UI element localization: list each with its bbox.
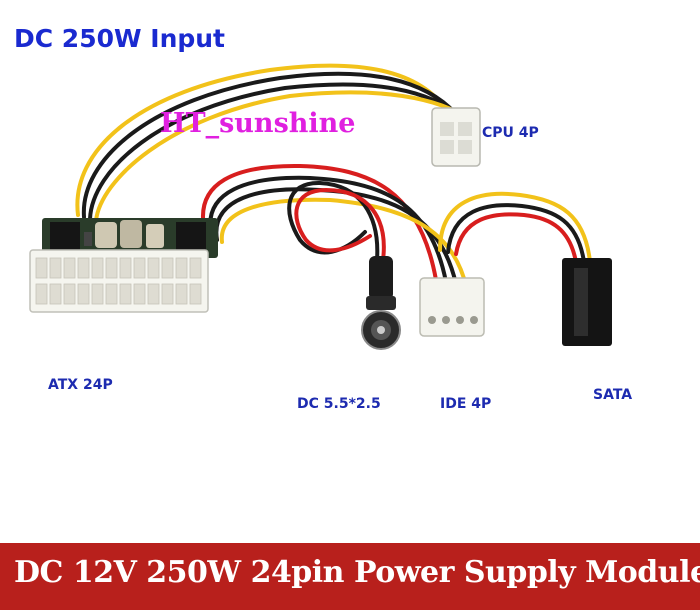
label-cpu-4p: CPU 4P	[482, 125, 539, 141]
molex-ide-connector-icon	[419, 277, 485, 337]
top-title: DC 250W Input	[14, 24, 226, 53]
label-sata: SATA	[593, 387, 633, 403]
psu-board-icon	[42, 218, 218, 258]
title-banner: DC 12V 250W 24pin Power Supply Module	[0, 540, 700, 610]
sata-power-connector-icon	[562, 258, 612, 346]
atx-24pin-connector-icon	[29, 249, 209, 313]
cpu-4pin-connector-icon	[431, 107, 481, 167]
label-ide-4p: IDE 4P	[440, 396, 492, 412]
banner-title: DC 12V 250W 24pin Power Supply Module	[14, 555, 700, 590]
drive-wires-icon	[201, 163, 592, 288]
watermark: HT_sunshine	[160, 108, 356, 139]
dc-wires-icon	[287, 180, 386, 262]
label-atx-24p: ATX 24P	[48, 377, 113, 393]
dc-jack-icon	[361, 256, 401, 350]
cpu-wires-icon	[75, 63, 472, 223]
label-dc-jack: DC 5.5*2.5	[297, 396, 381, 412]
